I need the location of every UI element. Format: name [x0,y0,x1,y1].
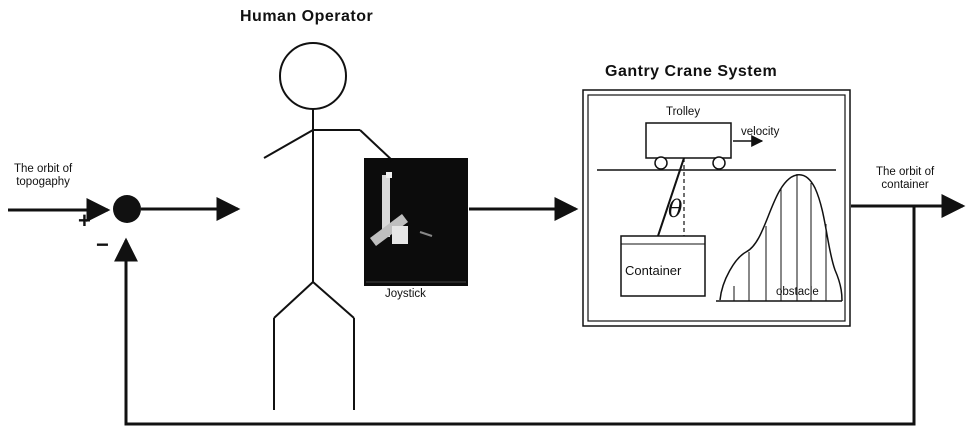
obstacle-label: obstacle [776,286,819,298]
container [620,235,706,297]
trolley-label: Trolley [666,106,701,118]
input-label-line2: topogaphy [16,176,70,189]
joystick-image [364,158,468,286]
gantry-crane-title: Gantry Crane System [605,63,778,80]
human-operator-title: Human Operator [240,8,374,25]
cable [657,157,685,237]
velocity-label: velocity [741,126,780,138]
output-label-line1: The orbit of [876,166,935,178]
input-label-line1: The orbit of [14,163,73,175]
output-label-line2: container [881,179,929,192]
summing-junction [113,195,141,223]
angle-theta-label: θ [668,195,683,223]
trolley-wheel-left [654,156,668,170]
joystick-label: Joystick [385,288,426,300]
feedback-line [114,206,916,426]
operator-head [279,42,347,110]
minus-sign: − [96,232,109,257]
trolley-wheel-right [712,156,726,170]
plus-sign: + [78,208,91,233]
human-operator-figure [263,42,395,410]
trolley [645,122,732,159]
output-label: The orbit of container [876,166,934,192]
input-label: The orbit of topogaphy [14,163,72,189]
obstacle-profile [719,174,843,302]
container-label: Container [625,263,682,278]
